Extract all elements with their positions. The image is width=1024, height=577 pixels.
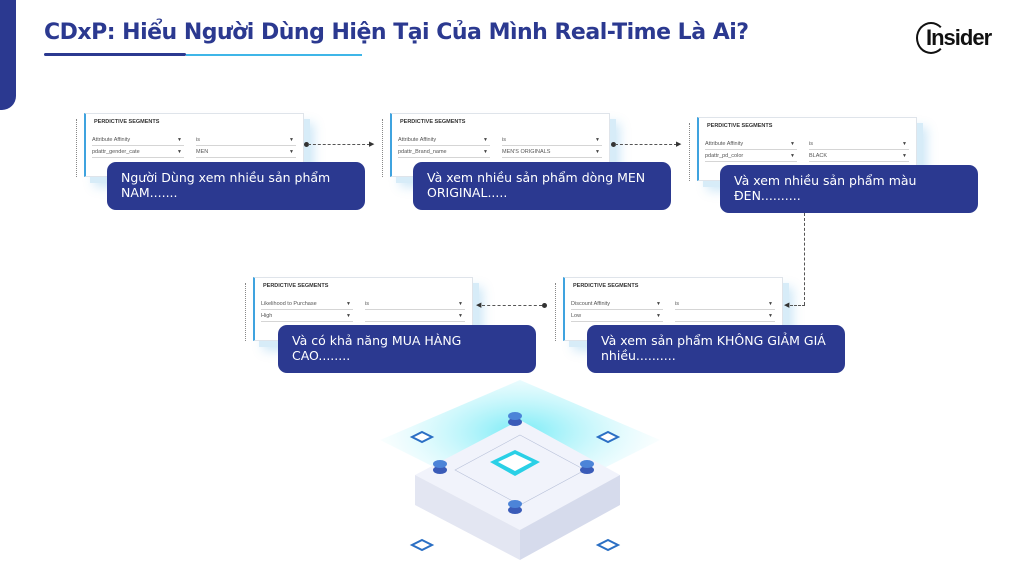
chevron-down-icon: ▼: [902, 153, 907, 159]
chevron-down-icon: ▼: [595, 137, 600, 143]
panel-heading: PERDICTIVE SEGMENTS: [263, 283, 329, 289]
chevron-down-icon: ▼: [458, 301, 463, 307]
platform-right: [520, 475, 620, 560]
chevron-down-icon: ▼: [177, 149, 182, 155]
panel-heading: PERDICTIVE SEGMENTS: [94, 119, 160, 125]
database-icons: [433, 412, 594, 514]
field-value: Low: [571, 313, 582, 319]
value-select[interactable]: MEN'S ORIGINALS ▼: [502, 147, 602, 158]
field-select[interactable]: pdattr_gender_cate ▼: [92, 147, 184, 158]
operator-select[interactable]: is ▼: [809, 139, 909, 150]
arrow-right-icon: ▶: [676, 141, 682, 148]
attribute-value: Likelihood to Purchase: [261, 301, 317, 307]
chevron-down-icon: ▼: [289, 149, 294, 155]
value-select[interactable]: ▼: [365, 311, 465, 322]
field-value: High: [261, 313, 273, 319]
node-icons: [409, 430, 621, 552]
chevron-down-icon: ▼: [346, 313, 351, 319]
arrow-left-icon: ◀: [476, 302, 482, 309]
operator-value: is: [365, 301, 369, 307]
panel-heading: PERDICTIVE SEGMENTS: [707, 123, 773, 129]
operator-select[interactable]: is ▼: [502, 135, 602, 146]
connector-dot: [304, 142, 309, 147]
chevron-down-icon: ▼: [768, 301, 773, 307]
panel-bracket: [689, 123, 690, 181]
attribute-value: Attribute Affinity: [92, 137, 131, 143]
panel-heading: PERDICTIVE SEGMENTS: [400, 119, 466, 125]
attribute-select[interactable]: Likelihood to Purchase ▼: [261, 299, 353, 310]
value-value: MEN'S ORIGINALS: [502, 149, 551, 155]
connector-2-3: [615, 144, 677, 145]
chevron-down-icon: ▼: [483, 137, 488, 143]
connector-3-5: [804, 213, 805, 305]
field-select[interactable]: pdattr_pd_color ▼: [705, 151, 797, 162]
chevron-down-icon: ▼: [595, 149, 600, 155]
value-value: BLACK: [809, 153, 828, 159]
caption-bubble-brand: Và xem nhiều sản phẩm dòng MEN ORIGINAL.…: [413, 162, 671, 210]
chevron-down-icon: ▼: [656, 313, 661, 319]
connector-dot: [611, 142, 616, 147]
field-value: pdattr_gender_cate: [92, 149, 140, 155]
operator-select[interactable]: is ▼: [675, 299, 775, 310]
value-select[interactable]: MEN ▼: [196, 147, 296, 158]
attribute-value: Attribute Affinity: [398, 137, 437, 143]
arrow-right-icon: ▶: [369, 141, 375, 148]
operator-select[interactable]: is ▼: [196, 135, 296, 146]
value-select[interactable]: BLACK ▼: [809, 151, 909, 162]
chevron-down-icon: ▼: [902, 141, 907, 147]
logo-ring-icon: [916, 22, 946, 54]
field-select[interactable]: pdattr_Brand_name ▼: [398, 147, 490, 158]
connector-dot: [542, 303, 547, 308]
cdp-platform-illustration: [380, 380, 660, 560]
connector-5-4: [482, 305, 542, 306]
chevron-down-icon: ▼: [346, 301, 351, 307]
operator-value: is: [196, 137, 200, 143]
attribute-select[interactable]: Attribute Affinity ▼: [705, 139, 797, 150]
caption-bubble-purchase: Và có khả năng MUA HÀNG CAO........: [278, 325, 536, 373]
operator-value: is: [502, 137, 506, 143]
insider-logo: Insider: [916, 20, 996, 56]
value-select[interactable]: ▼: [675, 311, 775, 322]
connector-1-2: [308, 144, 370, 145]
chevron-down-icon: ▼: [458, 313, 463, 319]
caption-bubble-color: Và xem nhiều sản phẩm màu ĐEN..........: [720, 165, 978, 213]
connector-3-5-h: [790, 305, 805, 306]
panel-bracket: [555, 283, 556, 341]
attribute-select[interactable]: Attribute Affinity ▼: [398, 135, 490, 146]
caption-bubble-discount: Và xem sản phẩm KHÔNG GIẢM GIÁ nhiều....…: [587, 325, 845, 373]
field-value: pdattr_pd_color: [705, 153, 744, 159]
chevron-down-icon: ▼: [790, 141, 795, 147]
panel-heading: PERDICTIVE SEGMENTS: [573, 283, 639, 289]
page-title: CDxP: Hiểu Người Dùng Hiện Tại Của Mình …: [44, 20, 749, 45]
title-underline-accent: [186, 53, 362, 56]
panel-bracket: [76, 119, 77, 177]
title-underline: [44, 53, 186, 56]
sidebar-accent: [0, 0, 16, 110]
attribute-select[interactable]: Discount Affinity ▼: [571, 299, 663, 310]
chevron-down-icon: ▼: [177, 137, 182, 143]
logo-text: Insider: [926, 25, 992, 50]
operator-value: is: [675, 301, 679, 307]
arrow-left-icon: ◀: [784, 302, 790, 309]
chevron-down-icon: ▼: [790, 153, 795, 159]
operator-select[interactable]: is ▼: [365, 299, 465, 310]
attribute-value: Discount Affinity: [571, 301, 611, 307]
operator-value: is: [809, 141, 813, 147]
field-select[interactable]: High ▼: [261, 311, 353, 322]
panel-bracket: [382, 119, 383, 177]
platform-top: [415, 420, 620, 530]
platform-left: [415, 475, 520, 560]
panel-bracket: [245, 283, 246, 341]
field-value: pdattr_Brand_name: [398, 149, 447, 155]
caption-bubble-gender: Người Dùng xem nhiều sản phẩm NAM.......: [107, 162, 365, 210]
chevron-down-icon: ▼: [656, 301, 661, 307]
chevron-down-icon: ▼: [289, 137, 294, 143]
attribute-value: Attribute Affinity: [705, 141, 744, 147]
chevron-down-icon: ▼: [483, 149, 488, 155]
value-value: MEN: [196, 149, 209, 155]
chevron-down-icon: ▼: [768, 313, 773, 319]
attribute-select[interactable]: Attribute Affinity ▼: [92, 135, 184, 146]
field-select[interactable]: Low ▼: [571, 311, 663, 322]
